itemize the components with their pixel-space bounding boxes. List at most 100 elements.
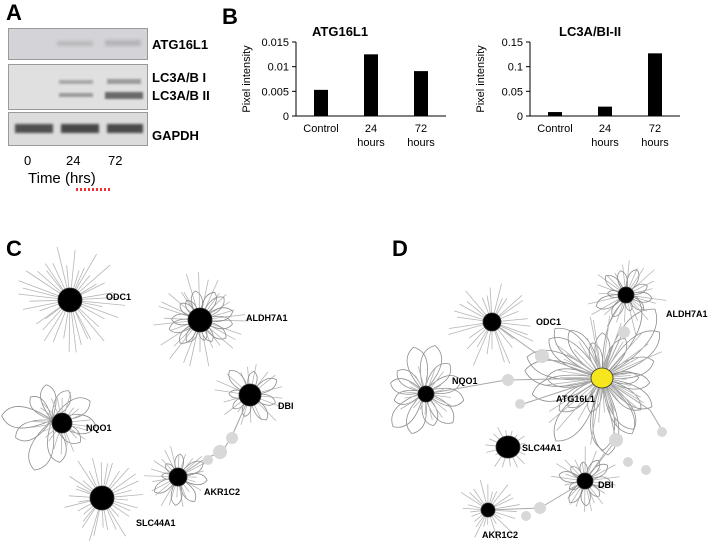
intermediate-node: [641, 465, 651, 475]
panel-label-c: C: [6, 236, 22, 261]
y-axis-label: Pixel intensity: [241, 45, 253, 113]
edge: [199, 292, 217, 321]
network-node: [187, 307, 213, 333]
edge: [601, 308, 658, 379]
edge: [199, 307, 234, 322]
x-tick-label: hours: [591, 137, 619, 149]
edge: [625, 291, 653, 303]
edge: [249, 394, 269, 421]
edge: [601, 372, 651, 390]
edge: [393, 389, 425, 405]
edge: [190, 290, 204, 321]
network-node: [51, 412, 73, 434]
edge: [199, 319, 227, 340]
chart-title: ATG16L1: [312, 24, 369, 39]
network-node: [576, 472, 594, 490]
edge: [558, 471, 586, 483]
blot-band: [105, 92, 143, 99]
edge: [601, 377, 642, 411]
edge: [487, 507, 541, 511]
x-tick-label: 24: [599, 123, 611, 135]
intermediate-node: [521, 511, 531, 521]
network-node: [238, 383, 262, 407]
network-node: [168, 467, 188, 487]
x-tick-label: Control: [303, 123, 338, 135]
intermediate-node: [226, 432, 238, 444]
edge: [29, 396, 53, 421]
edge: [553, 377, 603, 442]
network-node: [480, 502, 496, 518]
blot-band: [107, 79, 141, 84]
edge: [423, 391, 455, 424]
edge: [584, 459, 601, 482]
bar: [314, 89, 328, 116]
bar: [598, 106, 612, 116]
edge: [421, 391, 439, 426]
y-tick-label: 0.015: [261, 37, 289, 49]
edge: [601, 330, 660, 379]
network-node: [57, 287, 83, 313]
edge: [601, 377, 617, 441]
network-node: [482, 312, 502, 332]
edge: [649, 409, 663, 431]
bar: [414, 71, 428, 116]
edge: [584, 463, 608, 482]
intermediate-node: [623, 457, 633, 467]
panel-label-a: A: [6, 0, 22, 25]
intermediate-node: [203, 455, 213, 465]
edge: [587, 377, 603, 413]
network-node: [89, 485, 115, 511]
edge: [519, 377, 603, 406]
intermediate-node: [534, 502, 546, 514]
intermediate-node: [535, 349, 549, 363]
blot-label-atg16l1: ATG16L1: [152, 37, 209, 52]
blot-strip-atg16l1: [8, 28, 148, 60]
edge: [625, 283, 648, 296]
blot-label-lc3-i: LC3A/B I: [152, 70, 207, 85]
blot-x-axis-label: Time (hrs): [28, 170, 96, 187]
edge: [199, 315, 233, 330]
edge: [568, 480, 586, 503]
network-d: [390, 260, 667, 541]
edge: [406, 391, 427, 434]
blot-band: [61, 124, 99, 133]
edge: [601, 371, 640, 385]
x-tick-label: hours: [641, 137, 669, 149]
y-tick-label: 0.05: [502, 86, 523, 98]
blot-strip-gapdh: [8, 112, 148, 146]
edge: [425, 379, 507, 395]
node-label-slc44a1: SLC44A1: [136, 518, 176, 528]
blot-label-lc3-ii: LC3A/B II: [152, 88, 210, 103]
panel-label-b: B: [222, 4, 238, 29]
edge: [539, 480, 586, 509]
edge: [592, 377, 620, 456]
edge: [584, 439, 617, 482]
edge: [47, 419, 67, 463]
edge: [491, 321, 541, 357]
network-node: [617, 286, 635, 304]
spellcheck-underline: [76, 188, 110, 191]
edge: [580, 480, 591, 507]
edge: [548, 337, 603, 379]
edge: [423, 363, 452, 393]
edge: [177, 460, 204, 478]
node-label-nqo1: NQO1: [452, 376, 478, 386]
node-label-odc1: ODC1: [536, 317, 562, 327]
edge: [249, 377, 278, 396]
blot-label-gapdh: GAPDH: [152, 128, 199, 143]
bar: [648, 53, 662, 116]
edge: [406, 346, 428, 393]
edge: [419, 345, 443, 393]
edge: [595, 294, 627, 310]
blot-band: [105, 40, 141, 46]
node-label-aldh7a1: ALDH7A1: [666, 309, 708, 319]
edge: [548, 377, 603, 424]
intermediate-node: [502, 374, 514, 386]
edge: [249, 393, 276, 406]
edge: [605, 274, 627, 296]
y-tick-label: 0.01: [268, 62, 289, 74]
x-tick-label: Control: [537, 123, 572, 135]
edge: [28, 419, 55, 471]
